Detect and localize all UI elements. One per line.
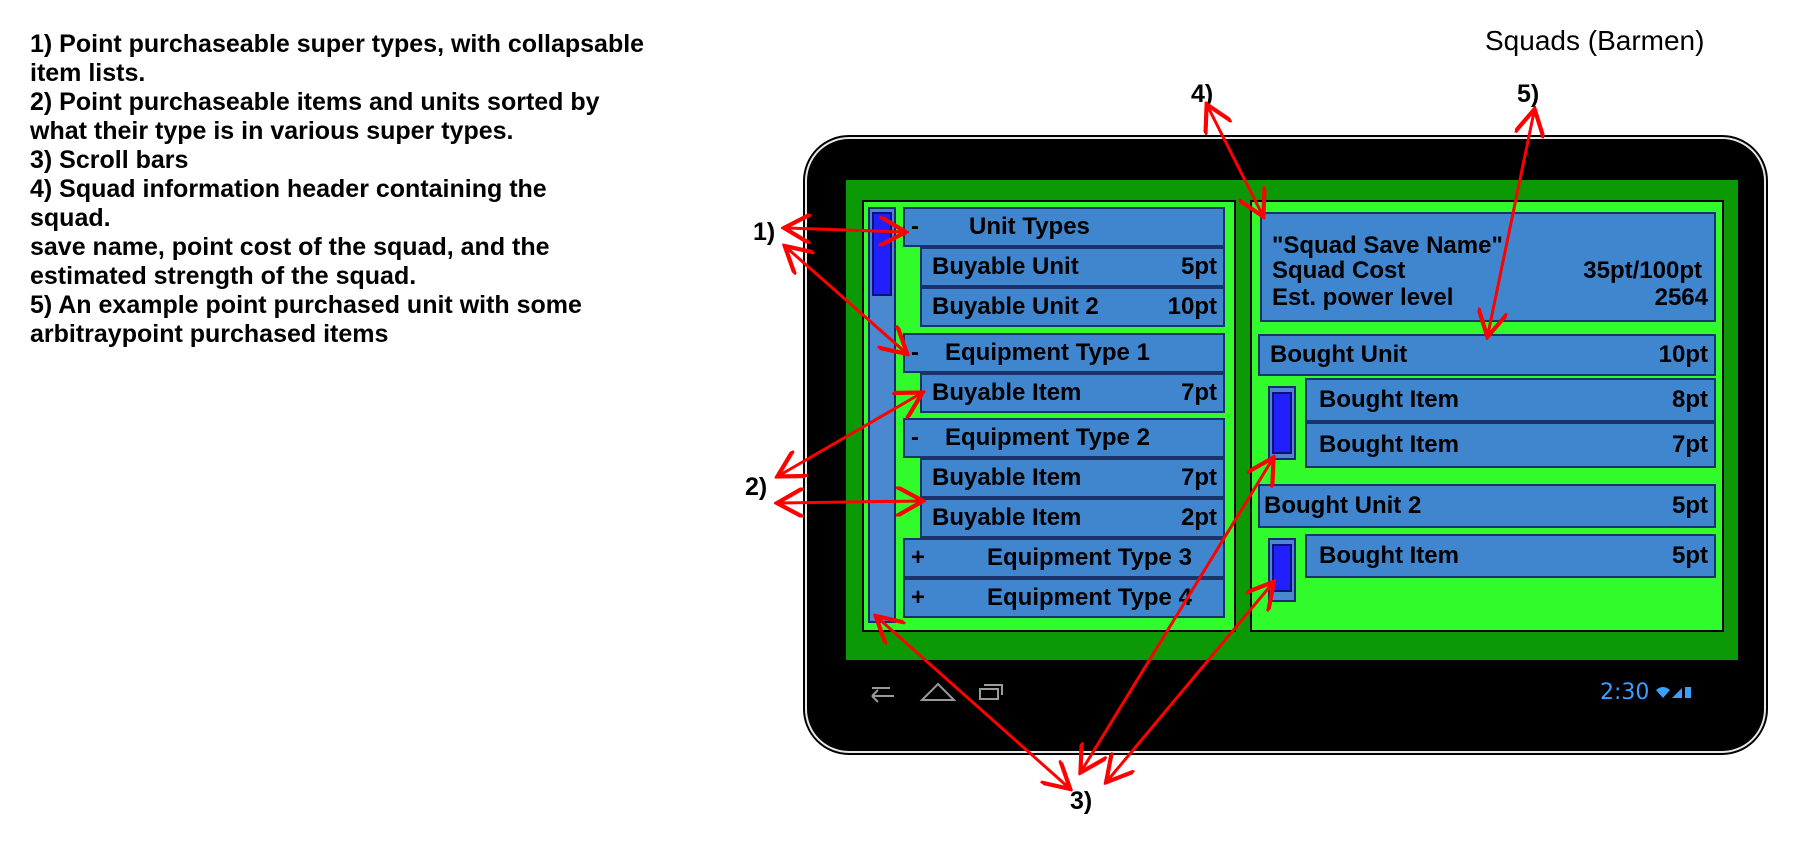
arrow-3c xyxy=(1108,584,1272,780)
item-label: Buyable Item xyxy=(932,379,1082,406)
unit-cost: 10pt xyxy=(1658,341,1708,368)
buyable-item-row[interactable]: Buyable Item 7pt xyxy=(920,373,1225,413)
super-type-unit-types[interactable]: - Unit Types xyxy=(903,207,1225,247)
arrow-3a xyxy=(878,618,1068,787)
item-label: Buyable Unit 2 xyxy=(932,293,1099,320)
arrow-4 xyxy=(1208,107,1262,214)
arrow-1b xyxy=(787,248,905,352)
expand-toggle[interactable]: + xyxy=(911,584,926,611)
signal-icon xyxy=(1672,688,1682,698)
note-line: estimated strength of the squad. xyxy=(30,262,417,290)
super-type-label: Equipment Type 2 xyxy=(945,424,1150,451)
unit-1-scroll-thumb[interactable] xyxy=(1272,392,1292,454)
note-line: arbitraypoint purchased items xyxy=(30,320,389,348)
expand-toggle[interactable]: + xyxy=(911,544,926,571)
bought-unit-row[interactable]: Bought Unit 2 5pt xyxy=(1258,484,1716,528)
buyable-unit-row[interactable]: Buyable Unit 2 10pt xyxy=(920,287,1225,327)
arrow-2a xyxy=(780,394,920,475)
item-cost: 5pt xyxy=(1181,253,1217,280)
callout-3: 3) xyxy=(1070,787,1093,815)
item-cost: 10pt xyxy=(1167,293,1217,320)
note-line: 1) Point purchaseable super types, with … xyxy=(30,30,645,58)
note-line: 2) Point purchaseable items and units so… xyxy=(30,88,600,116)
callout-2: 2) xyxy=(745,473,768,501)
collapse-toggle[interactable]: - xyxy=(911,339,919,366)
bought-item-row[interactable]: Bought Item 5pt xyxy=(1305,534,1716,578)
super-type-label: Unit Types xyxy=(969,213,1090,240)
arrow-3b xyxy=(1082,460,1272,770)
power-level-label: Est. power level xyxy=(1272,284,1454,311)
collapse-toggle[interactable]: - xyxy=(911,213,919,240)
item-label: Buyable Unit xyxy=(932,253,1079,280)
item-cost: 5pt xyxy=(1672,542,1708,569)
page-title: Squads (Barmen) xyxy=(1485,25,1705,56)
note-line: 5) An example point purchased unit with … xyxy=(30,291,582,319)
item-label: Buyable Item xyxy=(932,464,1082,491)
buyable-unit-row[interactable]: Buyable Unit 5pt xyxy=(920,247,1225,287)
squad-cost-value: 35pt/100pt xyxy=(1583,257,1702,284)
item-label: Bought Item xyxy=(1319,431,1459,458)
status-icons xyxy=(1656,687,1691,698)
wifi-icon xyxy=(1656,687,1670,698)
unit-label: Bought Unit 2 xyxy=(1264,492,1422,519)
note-line: what their type is in various super type… xyxy=(30,117,514,145)
note-line: item lists. xyxy=(30,59,146,87)
unit-cost: 5pt xyxy=(1672,492,1708,519)
arrow-1a xyxy=(787,228,903,232)
item-label: Bought Item xyxy=(1319,386,1459,413)
status-time: 2:30 xyxy=(1600,680,1650,705)
squad-cost-label: Squad Cost xyxy=(1272,257,1406,284)
item-cost: 8pt xyxy=(1672,386,1708,413)
bought-item-row[interactable]: Bought Item 8pt xyxy=(1305,378,1716,422)
note-line: 3) Scroll bars xyxy=(30,146,189,174)
power-level-value: 2564 xyxy=(1654,284,1708,311)
notes-list: 1) Point purchaseable super types, with … xyxy=(30,30,820,349)
item-cost: 7pt xyxy=(1181,379,1217,406)
battery-icon xyxy=(1685,687,1691,698)
unit-label: Bought Unit xyxy=(1270,341,1408,368)
item-cost: 7pt xyxy=(1672,431,1708,458)
callout-1: 1) xyxy=(753,218,776,246)
super-type-equipment-1[interactable]: - Equipment Type 1 xyxy=(903,333,1225,373)
squad-save-name: "Squad Save Name" xyxy=(1272,232,1503,259)
super-type-equipment-2[interactable]: - Equipment Type 2 xyxy=(903,418,1225,458)
note-line: 4) Squad information header containing t… xyxy=(30,175,547,203)
item-label: Bought Item xyxy=(1319,542,1459,569)
arrow-2b xyxy=(780,501,920,503)
super-type-label: Equipment Type 1 xyxy=(945,339,1150,366)
callout-5: 5) xyxy=(1517,80,1540,108)
note-line: save name, point cost of the squad, and … xyxy=(30,233,550,261)
note-line: squad. xyxy=(30,204,111,232)
arrow-5 xyxy=(1488,112,1534,334)
bought-item-row[interactable]: Bought Item 7pt xyxy=(1305,422,1716,468)
item-label: Buyable Item xyxy=(932,504,1082,531)
